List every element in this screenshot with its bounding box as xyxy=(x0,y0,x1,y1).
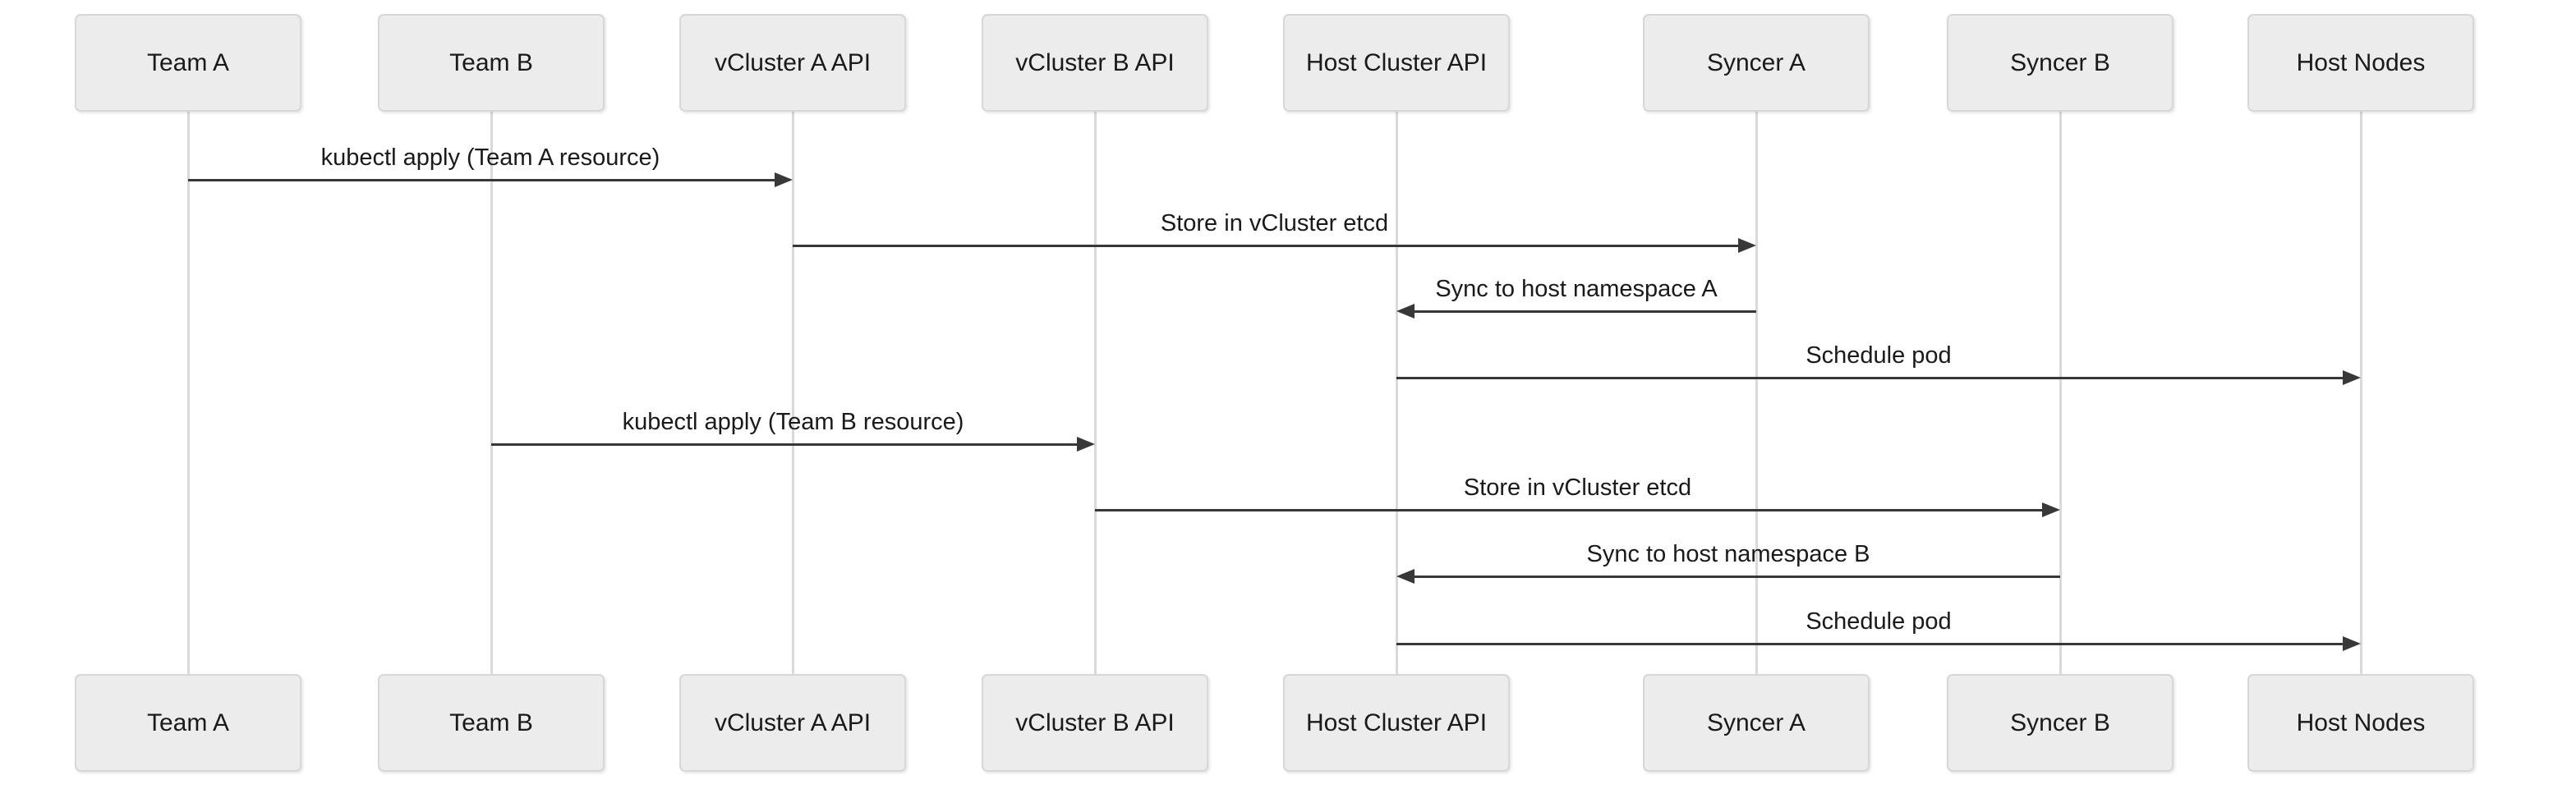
actor-label: Host Nodes xyxy=(2296,709,2426,736)
actor-box-bottom-syncer-a: Syncer A xyxy=(1643,674,1870,772)
actor-box-bottom-syncer-b: Syncer B xyxy=(1947,674,2174,772)
message-label-1: kubectl apply (Team A resource) xyxy=(320,144,660,171)
actor-label: Host Cluster API xyxy=(1305,48,1488,76)
actor-label: Syncer A xyxy=(1706,709,1806,736)
message-line-2 xyxy=(793,244,1740,247)
lifeline-team-a xyxy=(186,110,190,676)
message-label-6: Store in vCluster etcd xyxy=(1463,475,1692,501)
actor-box-top-host-cluster-api: Host Cluster API xyxy=(1283,14,1510,112)
message-label-4: Schedule pod xyxy=(1806,342,1952,369)
arrowhead-icon xyxy=(1396,569,1414,584)
actor-label: vCluster A API xyxy=(714,48,872,76)
message-line-4 xyxy=(1396,376,2344,379)
arrowhead-icon xyxy=(2343,636,2361,651)
message-label-3: Sync to host namespace A xyxy=(1435,276,1718,302)
message-label-5: kubectl apply (Team B resource) xyxy=(622,409,964,435)
lifeline-vcluster-a-api xyxy=(791,110,794,676)
actor-box-bottom-vcluster-a-api: vCluster A API xyxy=(679,674,906,772)
actor-box-bottom-team-b: Team B xyxy=(378,674,605,772)
actor-box-bottom-team-a: Team A xyxy=(75,674,301,772)
lifeline-host-nodes xyxy=(2359,110,2362,676)
message-line-1 xyxy=(188,178,776,181)
actor-box-bottom-host-cluster-api: Host Cluster API xyxy=(1283,674,1510,772)
actor-label: Syncer A xyxy=(1706,48,1806,76)
actor-box-top-syncer-b: Syncer B xyxy=(1947,14,2174,112)
actor-label: Host Cluster API xyxy=(1305,709,1488,736)
arrowhead-icon xyxy=(1077,437,1095,452)
actor-box-top-team-b: Team B xyxy=(378,14,605,112)
message-label-2: Store in vCluster etcd xyxy=(1160,210,1389,236)
message-line-7 xyxy=(1413,575,2060,578)
actor-label: Team A xyxy=(146,709,230,736)
actor-label: Team A xyxy=(146,48,230,76)
actor-label: vCluster A API xyxy=(714,709,872,736)
actor-label: Team B xyxy=(449,709,533,736)
arrowhead-icon xyxy=(2343,370,2361,385)
actor-label: vCluster B API xyxy=(1015,709,1175,736)
actor-box-top-syncer-a: Syncer A xyxy=(1643,14,1870,112)
lifeline-syncer-a xyxy=(1755,110,1758,676)
message-line-6 xyxy=(1095,508,2044,511)
actor-label: Host Nodes xyxy=(2296,48,2426,76)
actor-box-top-host-nodes: Host Nodes xyxy=(2247,14,2474,112)
message-line-3 xyxy=(1413,310,1756,313)
arrowhead-icon xyxy=(1738,238,1756,253)
message-line-8 xyxy=(1396,642,2344,645)
lifeline-vcluster-b-api xyxy=(1093,110,1097,676)
lifeline-syncer-b xyxy=(2058,110,2062,676)
arrowhead-icon xyxy=(1396,304,1414,319)
actor-box-bottom-host-nodes: Host Nodes xyxy=(2247,674,2474,772)
actor-box-bottom-vcluster-b-api: vCluster B API xyxy=(982,674,1208,772)
message-label-8: Schedule pod xyxy=(1806,608,1952,635)
lifeline-team-b xyxy=(490,110,493,676)
actor-label: Syncer B xyxy=(2010,48,2110,76)
arrowhead-icon xyxy=(775,172,793,187)
arrowhead-icon xyxy=(2042,502,2060,517)
message-label-7: Sync to host namespace B xyxy=(1586,541,1870,567)
actor-box-top-team-a: Team A xyxy=(75,14,301,112)
lifeline-host-cluster-api xyxy=(1395,110,1398,676)
actor-label: vCluster B API xyxy=(1015,48,1175,76)
actor-label: Team B xyxy=(449,48,533,76)
actor-label: Syncer B xyxy=(2010,709,2110,736)
actor-box-top-vcluster-b-api: vCluster B API xyxy=(982,14,1208,112)
actor-box-top-vcluster-a-api: vCluster A API xyxy=(679,14,906,112)
message-line-5 xyxy=(491,443,1079,446)
